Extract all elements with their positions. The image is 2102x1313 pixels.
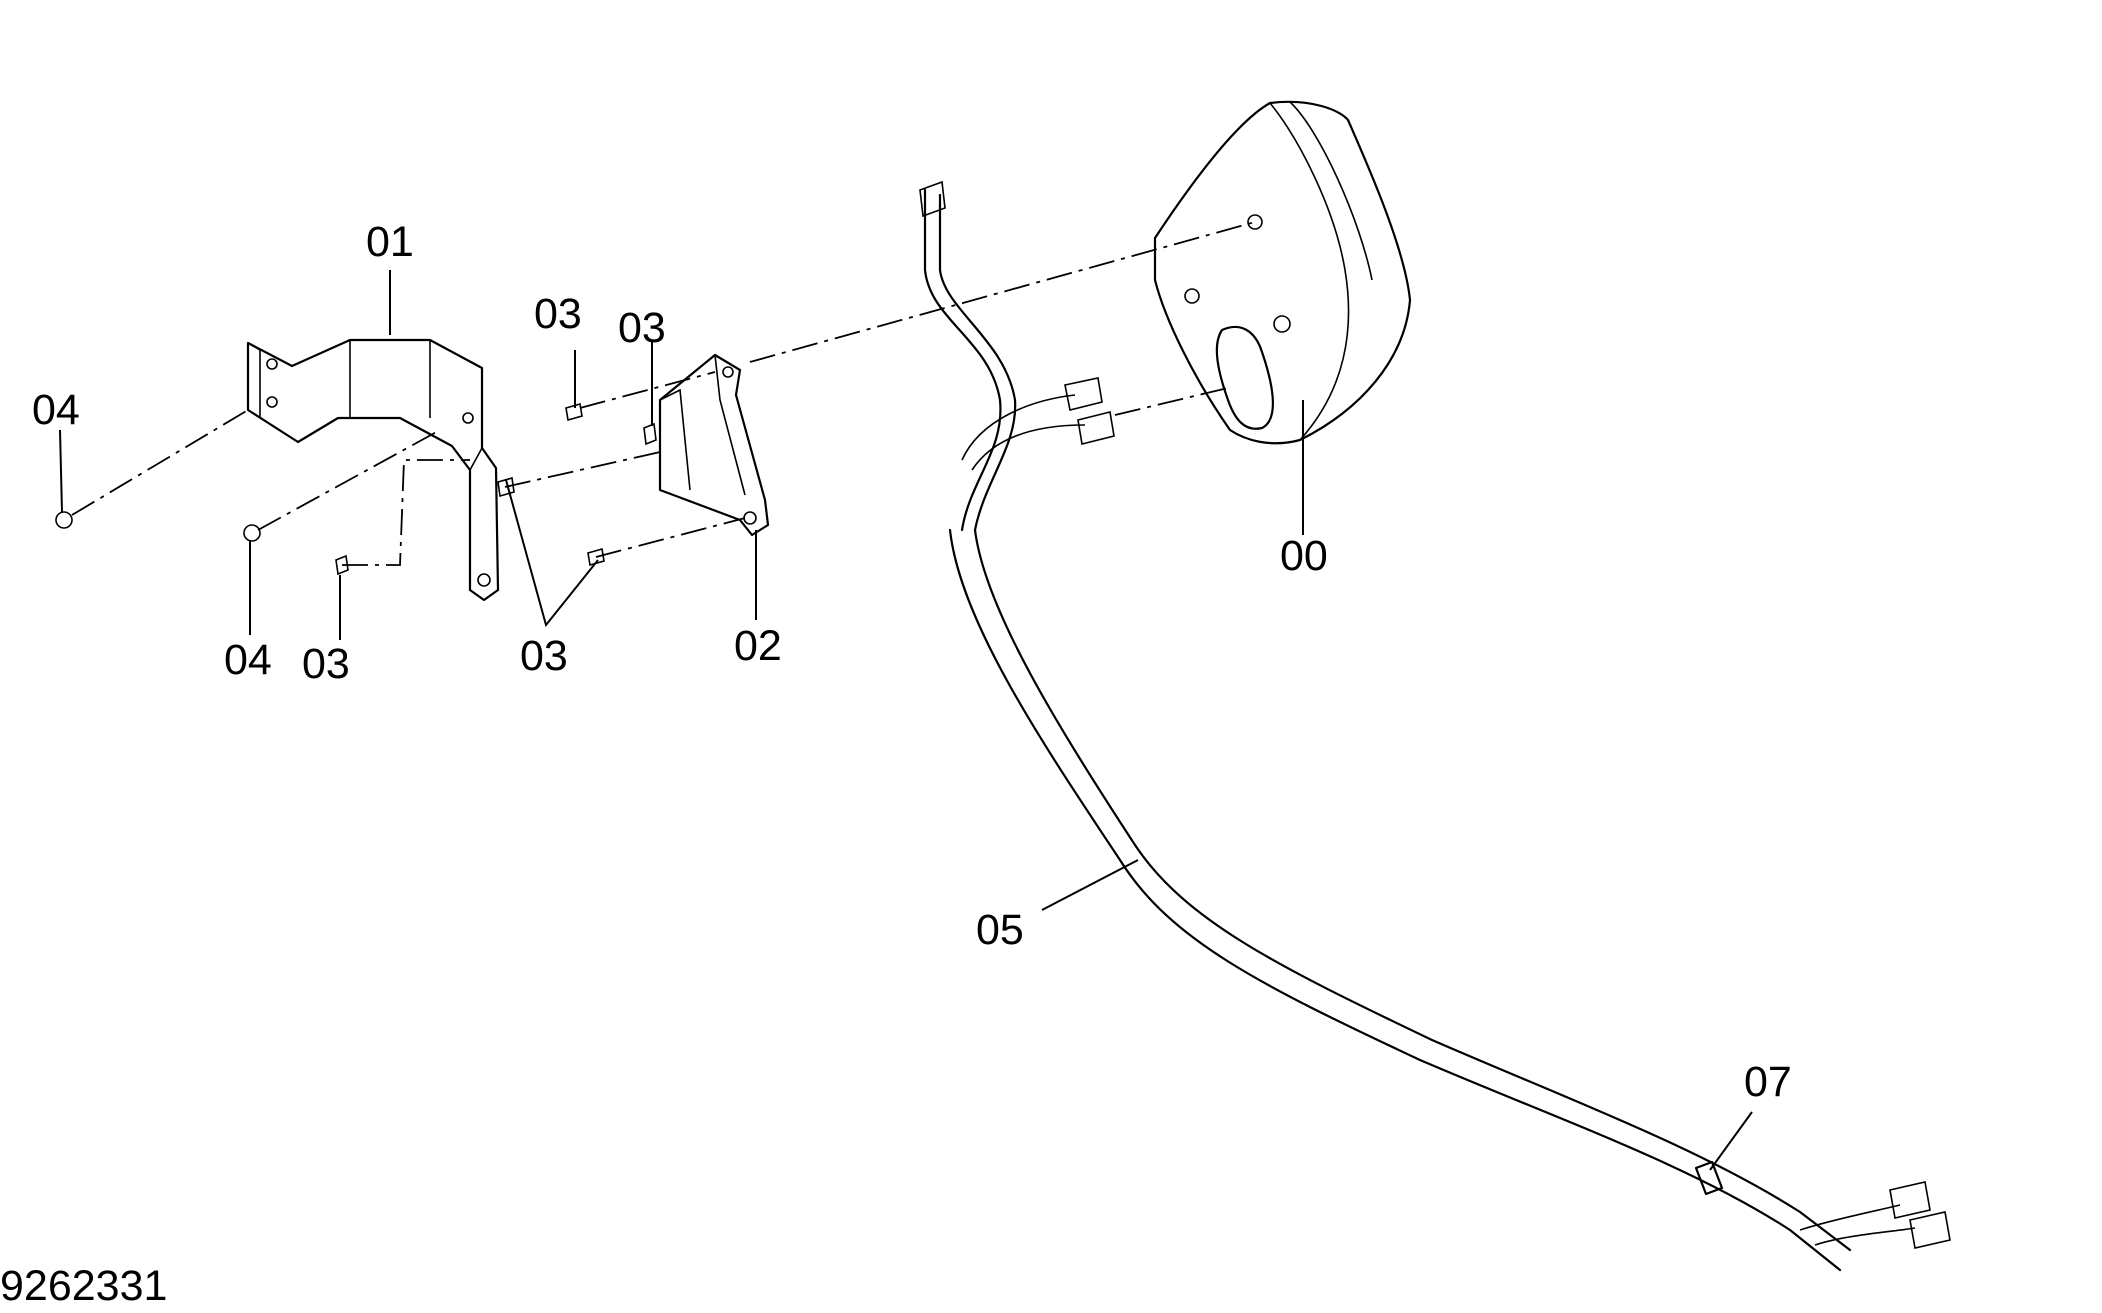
callout-02: 02 <box>734 622 782 670</box>
part-01-bracket[interactable] <box>246 338 500 602</box>
callout-00: 00 <box>1280 532 1328 580</box>
drawing-number: 9262331 <box>0 1262 167 1310</box>
callout-07: 07 <box>1744 1058 1792 1106</box>
callout-05: 05 <box>976 906 1024 954</box>
callout-04-upper: 04 <box>32 386 80 434</box>
part-02-small-bracket[interactable] <box>658 353 770 537</box>
callout-04-lower: 04 <box>224 636 272 684</box>
callout-03-upper-left: 03 <box>534 290 582 338</box>
part-00-lamp-housing[interactable] <box>1153 100 1412 445</box>
part-04-fasteners[interactable] <box>55 511 261 542</box>
callout-01: 01 <box>366 218 414 266</box>
leader-lines <box>59 270 1753 1171</box>
part-05-wire-harness[interactable] <box>919 180 1951 1272</box>
callout-03-lower-center: 03 <box>520 632 568 680</box>
part-07-clip[interactable] <box>1694 1160 1724 1196</box>
assembly-lines <box>71 221 1256 566</box>
callout-03-upper-right: 03 <box>618 304 666 352</box>
callout-03-lower-left: 03 <box>302 640 350 688</box>
